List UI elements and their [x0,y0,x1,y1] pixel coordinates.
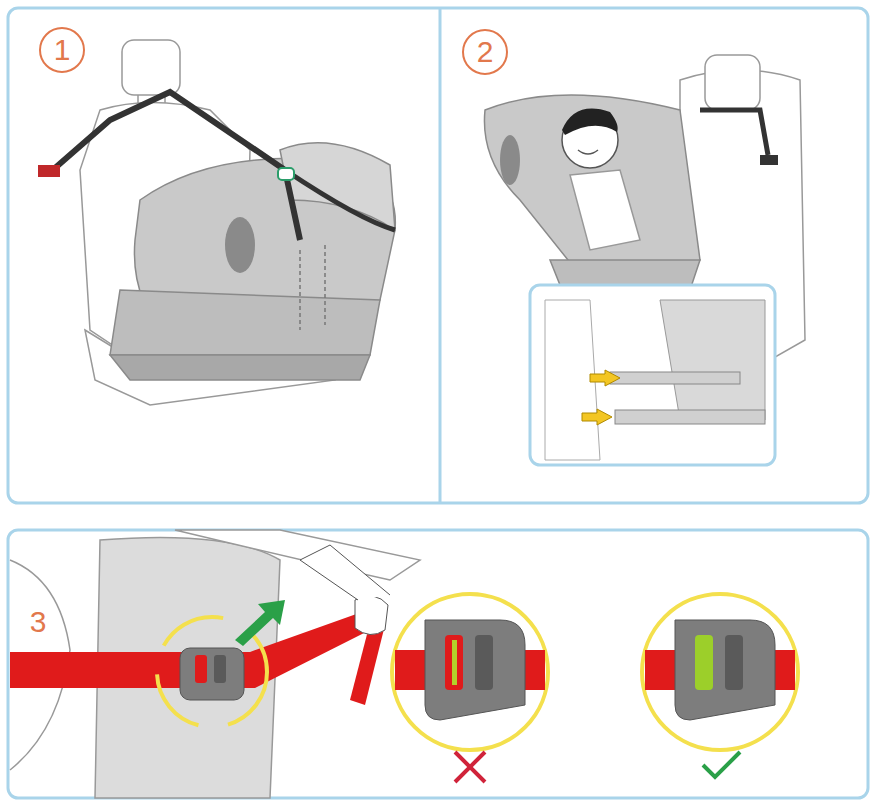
callout-circle [40,28,84,72]
panel-frame [8,8,868,503]
top-tether-strap [38,92,395,240]
panel-divider [439,8,442,503]
callout-number: 2 [477,37,494,67]
callout-number: 1 [54,35,71,65]
car-seat-forward [80,40,395,405]
isofix-inset [530,285,775,465]
top-tether-strap [700,110,778,165]
panel-frame [8,530,868,798]
wrong-detail [392,594,548,782]
callout-number: 3 [30,607,47,637]
callout-circle [463,30,507,74]
belt-tightening [10,530,420,798]
correct-detail [642,594,798,777]
